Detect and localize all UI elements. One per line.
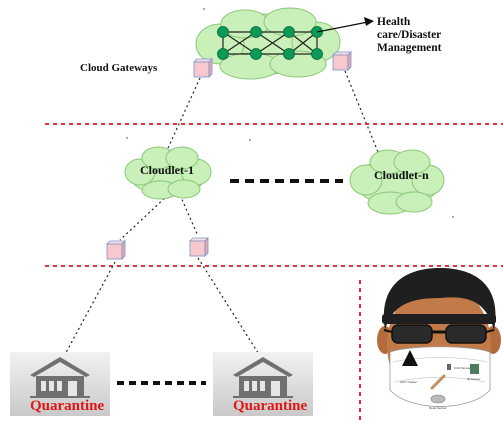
quarantine-label-1: Quarantine (30, 398, 105, 414)
health-label-line2: care/Disaster (377, 29, 442, 41)
health-care-label: Health care/Disaster Management (377, 16, 487, 55)
house-icon (213, 352, 313, 416)
health-label-line3: Management (377, 42, 442, 54)
cloud-icon (349, 149, 445, 215)
health-label-line1: Health (377, 16, 411, 28)
mask-label-gps: GPS Tracker (400, 380, 417, 384)
cloud-icon (124, 146, 212, 200)
quarantine-label-2: Quarantine (233, 398, 308, 414)
cloud-gateways-label: Cloud Gateways (80, 62, 158, 74)
house-icon (10, 352, 110, 416)
cloud-icon (195, 7, 341, 80)
dotted-links (61, 70, 379, 361)
cloudlet-n-label: Cloudlet-n (374, 168, 429, 182)
cloudlet-1-label: Cloudlet-1 (140, 163, 194, 177)
masked-person-icon: CO2 Sensor GPS Tracker IR Sensor Node Se… (377, 268, 501, 410)
top-cloud (195, 7, 341, 80)
mask-label-ir: IR Sensor (467, 377, 480, 381)
mask-label-co2: CO2 Sensor (454, 366, 471, 370)
network-nodes (217, 26, 323, 60)
gateway-cube-icon-left (193, 58, 213, 78)
gateway-cube-icon-edge-left (106, 240, 126, 260)
gateway-cube-icon-right (332, 51, 352, 71)
cloud-network (222, 31, 318, 55)
gateway-cube-icon-edge-right (189, 237, 209, 257)
stray-dots (126, 8, 454, 218)
mask-label-node: Node Sensor (429, 406, 447, 410)
health-arrow (316, 17, 374, 33)
